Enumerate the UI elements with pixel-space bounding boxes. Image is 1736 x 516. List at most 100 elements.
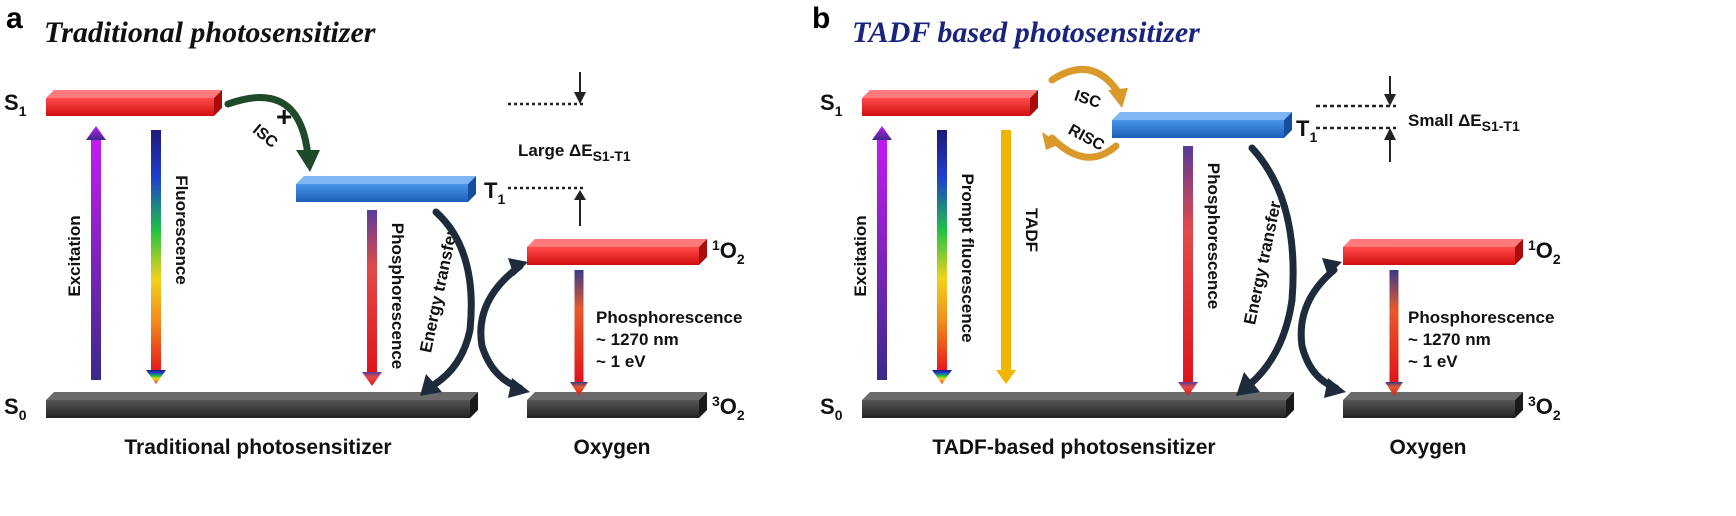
o2-singlet-symbol: O: [1536, 238, 1553, 263]
t1-level: [1112, 112, 1292, 138]
t1-level-front: [296, 184, 468, 202]
s0-level-top: [46, 392, 478, 400]
s0-label: S0: [820, 394, 843, 423]
t1-symbol: T: [1296, 116, 1310, 141]
s1-subscript: 1: [19, 103, 27, 119]
caption-oxygen: Oxygen: [573, 436, 650, 459]
energy-transfer-arrow-left: [420, 208, 475, 396]
energy-transfer-arrow-right-shaft: [477, 262, 524, 392]
o2-singlet-level: [527, 239, 707, 265]
energy-transfer-arrow-right: [477, 262, 530, 398]
isc-arrow-shaft: [224, 94, 312, 160]
o2-triplet-sub: 2: [737, 407, 745, 423]
excitation-arrow-shaft: [877, 140, 887, 380]
o2-singlet-sup: 1: [1528, 237, 1536, 253]
large-gap-sub: S1-T1: [593, 148, 631, 164]
t1-subscript: 1: [497, 191, 505, 207]
o2-phosphorescence-arrow-head: [570, 382, 588, 396]
t1-subscript: 1: [1309, 129, 1317, 145]
isc-arrow: [224, 94, 320, 172]
excitation-arrow-head: [86, 126, 106, 140]
o2-phosphorescence-arrow-shaft: [574, 270, 584, 382]
s1-level-front: [46, 98, 214, 116]
phosphorescence-arrow-head: [1178, 382, 1198, 396]
emission-energy: ~ 1 eV: [1408, 352, 1458, 371]
s1-level-top: [46, 90, 222, 98]
isc-label: ISC: [1072, 88, 1103, 113]
s1-level: [46, 90, 222, 116]
o2-triplet-sub: 2: [1553, 407, 1561, 423]
gap-arrow-top-head: [574, 92, 586, 104]
fluorescence-arrow-head: [146, 370, 166, 384]
phosphorescence-label: Phosphorescence: [1204, 163, 1223, 309]
o2-singlet-level-front: [527, 247, 699, 265]
fluorescence-arrow: [146, 130, 166, 384]
emission-title: Phosphorescence: [596, 308, 742, 327]
t1-level-side: [1284, 112, 1292, 138]
isc-arrow-head: [296, 150, 320, 172]
o2-singlet-level-top: [1343, 239, 1523, 247]
phosphorescence-arrow-head: [362, 372, 382, 386]
large-gap-label: Large ΔES1-T1: [518, 141, 631, 164]
t1-symbol: T: [484, 178, 498, 203]
excitation-arrow-head: [872, 126, 892, 140]
prompt-fluorescence-label: Prompt fluorescence: [958, 173, 977, 342]
emission-energy: ~ 1 eV: [596, 352, 646, 371]
s0-symbol: S: [4, 394, 19, 419]
caption-photosensitizer: TADF-based photosensitizer: [932, 436, 1215, 459]
phosphorescence-arrow: [362, 210, 382, 386]
panel-letter-a: a: [6, 2, 23, 35]
o2-triplet-level-top: [1343, 392, 1523, 400]
o2-triplet-symbol: O: [720, 394, 737, 419]
s1-label: S1: [4, 90, 27, 119]
gap-arrow-top-head: [1384, 94, 1396, 106]
emission-wavelength: ~ 1270 nm: [1408, 330, 1491, 349]
o2-triplet-level-side: [699, 392, 707, 418]
energy-transfer-arrow-left-head: [420, 374, 442, 396]
o2-triplet-level-front: [527, 400, 699, 418]
t1-label: T1: [1296, 116, 1317, 145]
energy-transfer-label: Energy transfer: [1240, 199, 1285, 326]
o2-singlet-sub: 2: [1553, 251, 1561, 267]
s0-level-front: [46, 400, 470, 418]
o2-singlet-level-top: [527, 239, 707, 247]
s0-label: S0: [4, 394, 27, 423]
o2-singlet-sub: 2: [737, 251, 745, 267]
o2-triplet-label: 3O2: [712, 393, 745, 423]
o2-triplet-sup: 3: [1528, 393, 1536, 409]
gap-arrow-bottom-head: [574, 190, 586, 200]
s0-level: [46, 392, 478, 418]
large-gap-text: Large ΔE: [518, 141, 593, 160]
phosphorescence-arrow-shaft: [367, 210, 377, 372]
o2-singlet-level-side: [1515, 239, 1523, 265]
excitation-label: Excitation: [65, 215, 84, 296]
tadf-arrow: [996, 130, 1016, 384]
t1-level: [296, 176, 476, 202]
caption-photosensitizer: Traditional photosensitizer: [124, 436, 391, 459]
prompt-fluorescence-arrow: [932, 130, 952, 384]
o2-phosphorescence-arrow-head: [1385, 382, 1403, 396]
s1-level-front: [862, 98, 1030, 116]
o2-triplet-level-side: [1515, 392, 1523, 418]
energy-transfer-head-top: [1322, 258, 1342, 276]
o2-triplet-level-front: [1343, 400, 1515, 418]
small-gap-label: Small ΔES1-T1: [1408, 111, 1520, 134]
o2-triplet-level: [527, 392, 707, 418]
s1-label: S1: [820, 90, 843, 119]
s0-level-side: [470, 392, 478, 418]
prompt-fluorescence-arrow-head: [932, 370, 952, 384]
fluorescence-arrow-shaft: [151, 130, 161, 370]
emission-wavelength: ~ 1270 nm: [596, 330, 679, 349]
o2-phosphorescence-arrow-shaft: [1389, 270, 1399, 382]
s1-subscript: 1: [835, 103, 843, 119]
energy-transfer-arrow-right-head: [1324, 378, 1346, 398]
caption-oxygen: Oxygen: [1389, 436, 1466, 459]
energy-transfer-label: Energy transfer: [416, 227, 461, 354]
o2-phosphorescence-arrow: [570, 270, 588, 396]
o2-triplet-symbol: O: [1536, 394, 1553, 419]
s0-subscript: 0: [835, 407, 843, 423]
o2-singlet-sup: 1: [712, 237, 720, 253]
excitation-arrow-shaft: [91, 140, 101, 380]
excitation-arrow: [872, 126, 892, 380]
